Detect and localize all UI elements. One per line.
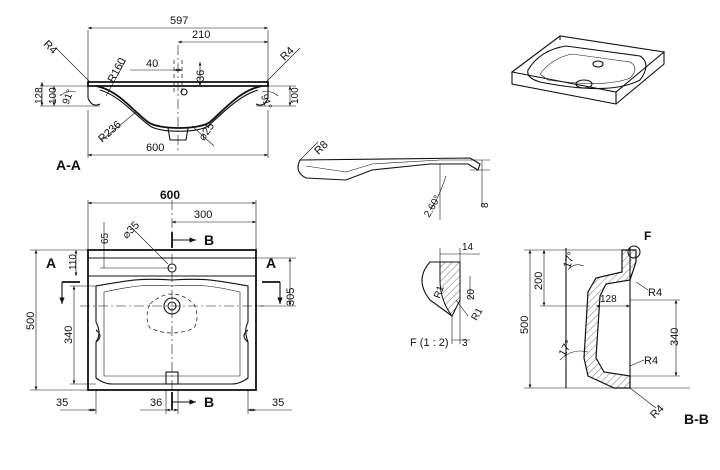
plan-dim-35-left-label: 35 xyxy=(56,397,68,409)
dim-597-label: 597 xyxy=(170,15,188,27)
r8-label: R8 xyxy=(312,139,330,157)
r4-right-label: R4 xyxy=(278,45,296,63)
leader-r1-b xyxy=(455,299,469,317)
section-bb-r4-b-label: R4 xyxy=(644,355,658,367)
dim-100-right-label: 100 xyxy=(290,87,301,104)
detail-f-dim-20-label: 20 xyxy=(466,288,477,300)
detail-f-r1-a-label: R1 xyxy=(432,284,447,300)
section-bb-dim-340-label: 340 xyxy=(669,328,681,346)
plan-dim-65-label: 65 xyxy=(100,232,111,244)
dim-8-label: 8 xyxy=(480,202,491,208)
detail-f: 14 20 R1 R1 3 F (1 : 2) xyxy=(410,242,486,349)
isometric-view xyxy=(510,35,666,105)
leader-r4-b xyxy=(629,359,645,367)
r160-label: R160 xyxy=(106,56,129,85)
section-aa-bowl-inner xyxy=(99,89,259,132)
iso-drain xyxy=(575,79,593,89)
plan-view: 600 300 ⌀35 65 110 500 340 305 35 xyxy=(25,188,297,414)
leader-d25 xyxy=(191,125,215,147)
section-bb-r4-a-label: R4 xyxy=(648,287,662,299)
dim-100-left-label: 100 xyxy=(48,87,59,104)
plan-dim-305-label: 305 xyxy=(285,288,297,306)
iso-front-face xyxy=(511,72,617,105)
section-aa-title: A-A xyxy=(56,157,81,173)
plan-side-notch-right xyxy=(243,329,249,343)
dim-210-label: 210 xyxy=(192,29,210,41)
plan-overflow-outline xyxy=(146,293,198,334)
detail-f-dim-14-label: 14 xyxy=(462,242,474,253)
section-b-bottom-label: B xyxy=(204,394,214,410)
section-bb: F 500 200 17° 128 R4 R4 R4 340 17° B xyxy=(519,229,709,427)
section-bb-r4-c-label: R4 xyxy=(648,403,666,421)
plan-front-notch xyxy=(165,371,179,385)
leader-r4-a xyxy=(635,281,649,291)
section-bb-title: B-B xyxy=(684,411,709,427)
section-bb-angle-top-label: 17° xyxy=(561,250,578,270)
section-bb-dim-500-label: 500 xyxy=(519,316,531,334)
dim-600-label: 600 xyxy=(146,142,164,154)
plan-side-notch-left xyxy=(95,329,101,343)
leader-r4-left xyxy=(55,47,91,83)
section-bb-profile xyxy=(583,249,637,389)
plan-bowl-inner xyxy=(103,284,241,377)
edge-profile-detail: R8 8 2.60° xyxy=(297,139,491,220)
section-b-top-label: B xyxy=(204,232,214,248)
detail-f-dim-3-label: 3 xyxy=(462,338,468,349)
section-aa: 597 210 40 36 R160 R4 R4 128 100 91° 100 xyxy=(34,15,301,173)
profile-inner-line xyxy=(305,159,470,173)
plan-dim-600-label: 600 xyxy=(160,188,180,202)
iso-bowl-inner xyxy=(539,53,636,84)
detail-f-hatched-section xyxy=(439,261,461,317)
iso-side-face xyxy=(615,52,665,105)
iso-bowl-rim xyxy=(527,45,647,90)
section-bb-f-label: F xyxy=(644,229,651,243)
detail-f-circle-arc xyxy=(421,261,460,317)
plan-d35-label: ⌀35 xyxy=(120,219,142,241)
plan-dim-340-label: 340 xyxy=(63,326,75,344)
r236-label: R236 xyxy=(96,119,124,146)
angle-arc-260 xyxy=(429,175,447,211)
angle-arc-17-bottom xyxy=(559,350,589,361)
iso-tap-hole xyxy=(592,60,604,68)
plan-dim-36-label: 36 xyxy=(150,397,162,409)
d25-label: ⌀25 xyxy=(196,121,217,143)
dim-36-label: 36 xyxy=(195,70,207,82)
leader-r160 xyxy=(105,59,127,97)
detail-f-title: F (1 : 2) xyxy=(410,337,449,349)
angle-left-label: 91° xyxy=(61,88,77,106)
angle-arc-left xyxy=(59,91,77,97)
section-bb-detail-circle xyxy=(627,245,641,259)
detail-f-r1-b-label: R1 xyxy=(470,306,486,323)
leader-r4-right xyxy=(265,47,301,83)
section-a-right-label: A xyxy=(266,255,276,271)
leader-r4-c xyxy=(629,387,657,409)
dim-40-label: 40 xyxy=(146,58,158,70)
section-aa-right-end xyxy=(255,86,269,106)
leader-d35 xyxy=(131,227,169,265)
r4-left-label: R4 xyxy=(41,38,59,56)
section-bb-dim-200-label: 200 xyxy=(533,272,545,290)
angle-arc-right xyxy=(261,91,279,97)
plan-dim-500-label: 500 xyxy=(25,312,37,330)
section-bb-angle-bottom-label: 17° xyxy=(557,338,576,358)
section-a-left-label: A xyxy=(46,255,56,271)
plan-dim-110-label: 110 xyxy=(68,254,79,270)
angle-260-label: 2.60° xyxy=(422,194,443,220)
angle-arc-17-top xyxy=(567,264,585,271)
plan-dim-35-right-label: 35 xyxy=(272,397,284,409)
section-bb-dim-128-label: 128 xyxy=(600,294,617,305)
section-aa-left-end xyxy=(87,86,101,106)
section-aa-bowl xyxy=(95,85,263,129)
angle-right-label: 91° xyxy=(258,93,274,111)
dim-128-label: 128 xyxy=(34,87,45,104)
leader-r8 xyxy=(299,141,319,161)
section-aa-hole xyxy=(180,88,188,96)
plan-dim-300-label: 300 xyxy=(194,209,212,221)
leader-r236 xyxy=(101,111,137,141)
